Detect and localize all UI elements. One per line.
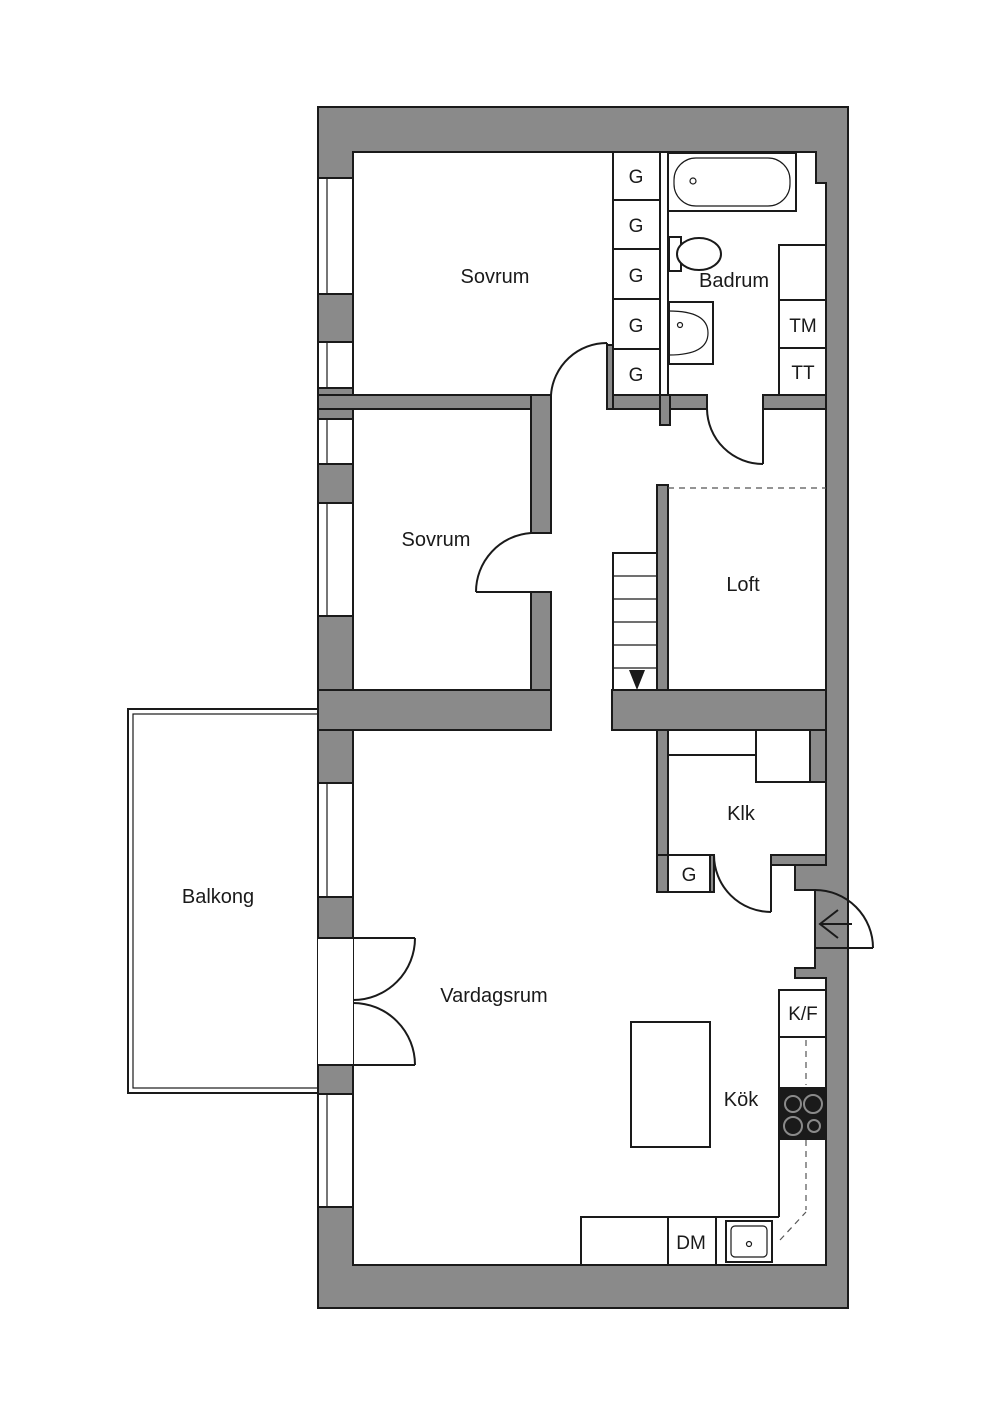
klk-storage [668,729,811,783]
wardrobe-label-2: G [629,216,644,237]
dishwasher-label: DM [676,1233,706,1254]
wardrobe-label-5: G [629,365,644,386]
window [317,782,354,898]
wall-bath-bottom [606,394,708,410]
room-label-bedroom-2: Sovrum [402,529,471,551]
wall-bedroom2-bottom [317,689,552,731]
room-label-bedroom-1: Sovrum [461,266,530,288]
balcony-door [318,937,416,1066]
fridge-freezer-label: K/F [788,1004,818,1025]
balcony [127,708,319,1094]
wardrobe-label-4: G [629,316,644,337]
wall-loft-left [656,484,669,708]
window [317,1093,354,1208]
entrance-door [814,889,874,949]
room-label-balcony: Balkong [182,886,254,908]
wardrobe-label-3: G [629,266,644,287]
window [317,502,354,617]
room-label-loft: Loft [726,574,760,596]
bedroom2-door [474,532,532,593]
washing-machine-label: TM [789,316,816,337]
window [317,341,354,389]
wall-stair-bottom [611,689,827,731]
wall-bedroom1-bottom-left [317,394,552,410]
window [317,177,354,295]
wall-loft-top-right [762,394,827,410]
stair-arrow-icon [629,670,645,690]
stove-icon [779,1087,826,1140]
wardrobe-column [612,151,661,396]
toilet-icon [668,236,722,272]
sink-icon [725,1220,773,1263]
klk-door [713,854,772,913]
klk-wardrobe [667,854,711,893]
staircase [612,552,658,691]
bathtub-icon [667,152,797,212]
wardrobe-label-1: G [629,167,644,188]
wall-bedroom2-right-top [530,394,552,534]
window [317,418,354,465]
wall-klk-bottom-right [770,854,827,866]
dryer-label: TT [791,363,815,384]
klk-wardrobe-label: G [682,865,697,886]
bottom-counter [580,1211,807,1265]
wall-klk-storage [809,729,827,783]
room-label-kitchen: Kök [724,1089,759,1111]
bedroom1-door [550,341,608,396]
bathroom-door [706,408,764,465]
room-label-klk: Klk [727,803,756,825]
wall-bath-stub [659,394,671,426]
kitchen-counter [778,989,827,1217]
room-label-bathroom: Badrum [699,270,769,292]
laundry-cabinets [778,244,827,396]
room-label-living-room: Vardagsrum [440,985,547,1007]
washbasin-icon [668,301,714,365]
kitchen-island [630,1021,711,1148]
